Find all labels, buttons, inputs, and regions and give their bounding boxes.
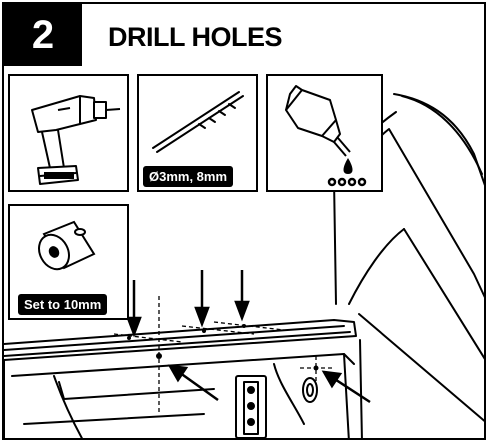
chain-icon xyxy=(327,177,367,187)
bed-rail xyxy=(4,319,357,361)
tool-box-drill xyxy=(8,74,129,192)
step-number-badge: 2 xyxy=(4,4,82,66)
oil-drop-icon xyxy=(343,158,353,174)
arrow-down-icons xyxy=(126,270,250,338)
oil-bottle-icon xyxy=(285,85,367,187)
drill-bit-icon xyxy=(152,91,244,153)
arrow-diagonal-icons xyxy=(167,364,371,404)
stop-collar-label: Set to 10mm xyxy=(18,294,108,315)
depth-stop-collar-icon xyxy=(38,220,96,271)
cordless-drill-icon xyxy=(31,95,121,185)
step-title: DRILL HOLES xyxy=(108,22,283,52)
cab-outline xyxy=(393,93,484,186)
instruction-panel: 2 DRILL HOLES xyxy=(2,2,486,440)
tool-box-oil xyxy=(266,74,383,192)
tool-box-stop-collar: Set to 10mm xyxy=(8,204,129,320)
step-number: 2 xyxy=(31,12,55,57)
bit-size-label: Ø3mm, 8mm xyxy=(143,166,234,187)
tool-box-bit: Ø3mm, 8mm xyxy=(137,74,258,192)
